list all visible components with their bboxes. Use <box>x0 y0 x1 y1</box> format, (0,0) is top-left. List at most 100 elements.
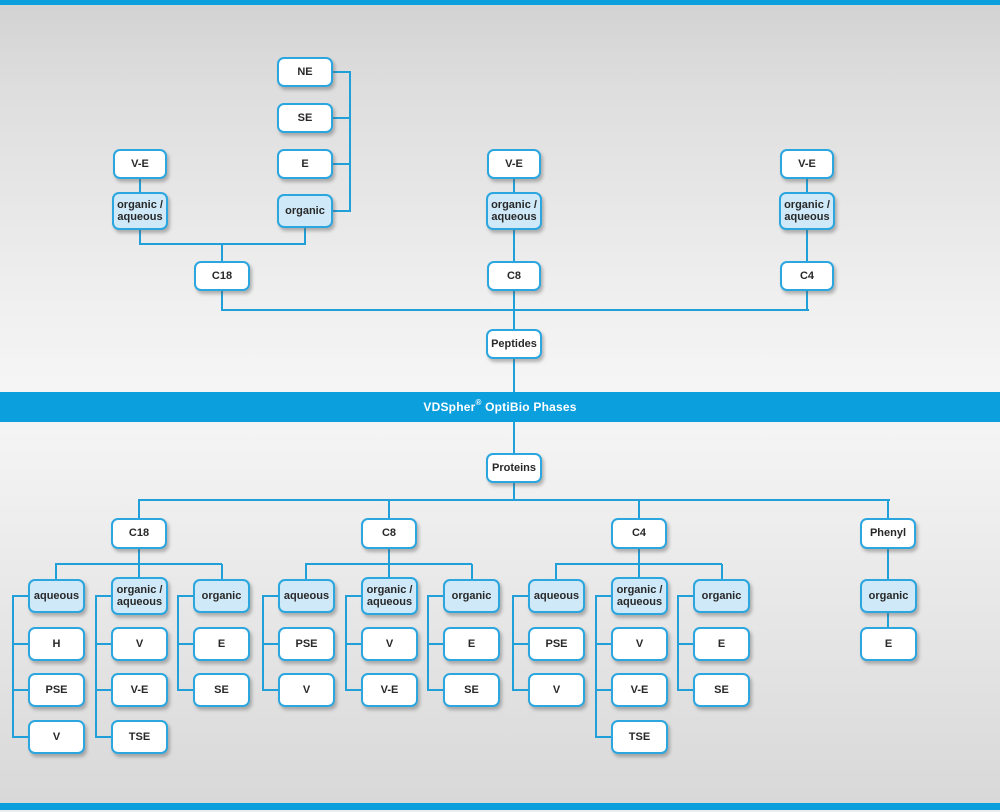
connector-line <box>96 595 111 597</box>
connector-line <box>887 613 889 627</box>
node-ve: V-E <box>111 673 168 707</box>
node-ve: V-E <box>361 673 418 707</box>
connector-line <box>96 736 111 738</box>
optibio-phases-band: VDSpher® OptiBio Phases <box>0 392 1000 422</box>
connector-line <box>428 643 443 645</box>
connector-line <box>221 309 809 311</box>
node-organic-proteins-c4: organic <box>693 579 750 613</box>
node-v: V <box>278 673 335 707</box>
connector-line <box>513 291 515 329</box>
node-c8-proteins: C8 <box>361 518 417 549</box>
connector-line <box>388 549 390 564</box>
connector-line <box>513 643 528 645</box>
node-organic-aqueous-proteins-c4: organic / aqueous <box>611 577 668 615</box>
connector-line <box>388 564 390 577</box>
connector-line <box>333 210 351 212</box>
node-ne: NE <box>277 57 333 87</box>
node-peptides: Peptides <box>486 329 542 359</box>
node-h: H <box>28 627 85 661</box>
node-ve-peptides-c18: V-E <box>113 149 167 179</box>
bottom-edge-highlight <box>0 810 1000 812</box>
connector-line <box>221 244 223 261</box>
bottom-accent-strip <box>0 803 1000 810</box>
connector-line <box>139 179 141 192</box>
node-organic-peptides-c18: organic <box>277 194 333 228</box>
connector-line <box>333 163 351 165</box>
node-c18-peptides: C18 <box>194 261 250 291</box>
node-pse: PSE <box>528 627 585 661</box>
connector-line <box>806 179 808 192</box>
node-se: SE <box>443 673 500 707</box>
node-tse: TSE <box>611 720 668 754</box>
connector-line <box>513 483 515 500</box>
connector-line <box>178 643 193 645</box>
node-organic-aqueous-peptides-c4: organic / aqueous <box>779 192 835 230</box>
connector-line <box>596 643 611 645</box>
connector-line <box>887 549 889 579</box>
brand-name: VDSpher <box>423 400 476 414</box>
node-ve-peptides-c8: V-E <box>487 149 541 179</box>
node-proteins: Proteins <box>486 453 542 483</box>
node-pse: PSE <box>278 627 335 661</box>
connector-line <box>678 643 693 645</box>
connector-line <box>596 736 611 738</box>
node-ve-peptides-c4: V-E <box>780 149 834 179</box>
connector-line <box>806 230 808 261</box>
band-title: VDSpher® OptiBio Phases <box>423 399 577 415</box>
connector-line <box>138 500 140 518</box>
top-accent-strip <box>0 0 1000 5</box>
connector-line <box>428 595 443 597</box>
connector-line <box>595 595 597 738</box>
connector-line <box>96 689 111 691</box>
connector-line <box>513 359 515 392</box>
connector-line <box>12 595 14 738</box>
connector-line <box>346 595 361 597</box>
connector-line <box>678 595 693 597</box>
connector-line <box>513 422 515 453</box>
connector-line <box>263 689 278 691</box>
node-e: E <box>277 149 333 179</box>
connector-line <box>178 689 193 691</box>
connector-line <box>638 500 640 518</box>
node-v: V <box>528 673 585 707</box>
node-organic-aqueous-proteins-c8: organic / aqueous <box>361 577 418 615</box>
node-v: V <box>28 720 85 754</box>
node-organic-proteins-c18: organic <box>193 579 250 613</box>
node-organic-aqueous-peptides-c18: organic / aqueous <box>112 192 168 230</box>
connector-line <box>346 689 361 691</box>
connector-line <box>13 689 28 691</box>
node-v: V <box>611 627 668 661</box>
connector-line <box>13 736 28 738</box>
connector-line <box>513 689 528 691</box>
connector-line <box>304 228 306 245</box>
node-c4-peptides: C4 <box>780 261 834 291</box>
node-pse: PSE <box>28 673 85 707</box>
connector-line <box>305 564 307 579</box>
node-e: E <box>193 627 250 661</box>
connector-line <box>178 595 193 597</box>
connector-line <box>638 549 640 564</box>
node-ve: V-E <box>611 673 668 707</box>
connector-line <box>138 564 140 577</box>
connector-line <box>55 564 57 579</box>
node-aqueous-proteins-c8: aqueous <box>278 579 335 613</box>
connector-line <box>887 500 889 518</box>
connector-line <box>513 179 515 192</box>
connector-line <box>596 595 611 597</box>
node-se: SE <box>277 103 333 133</box>
node-c4-proteins: C4 <box>611 518 667 549</box>
connector-line <box>596 689 611 691</box>
connector-line <box>513 230 515 261</box>
connector-line <box>678 689 693 691</box>
node-c8-peptides: C8 <box>487 261 541 291</box>
node-e: E <box>860 627 917 661</box>
connector-line <box>138 499 890 501</box>
connector-line <box>95 595 97 738</box>
band-title-rest: OptiBio Phases <box>481 400 577 414</box>
connector-line <box>471 564 473 579</box>
connector-line <box>263 643 278 645</box>
node-aqueous-proteins-c4: aqueous <box>528 579 585 613</box>
